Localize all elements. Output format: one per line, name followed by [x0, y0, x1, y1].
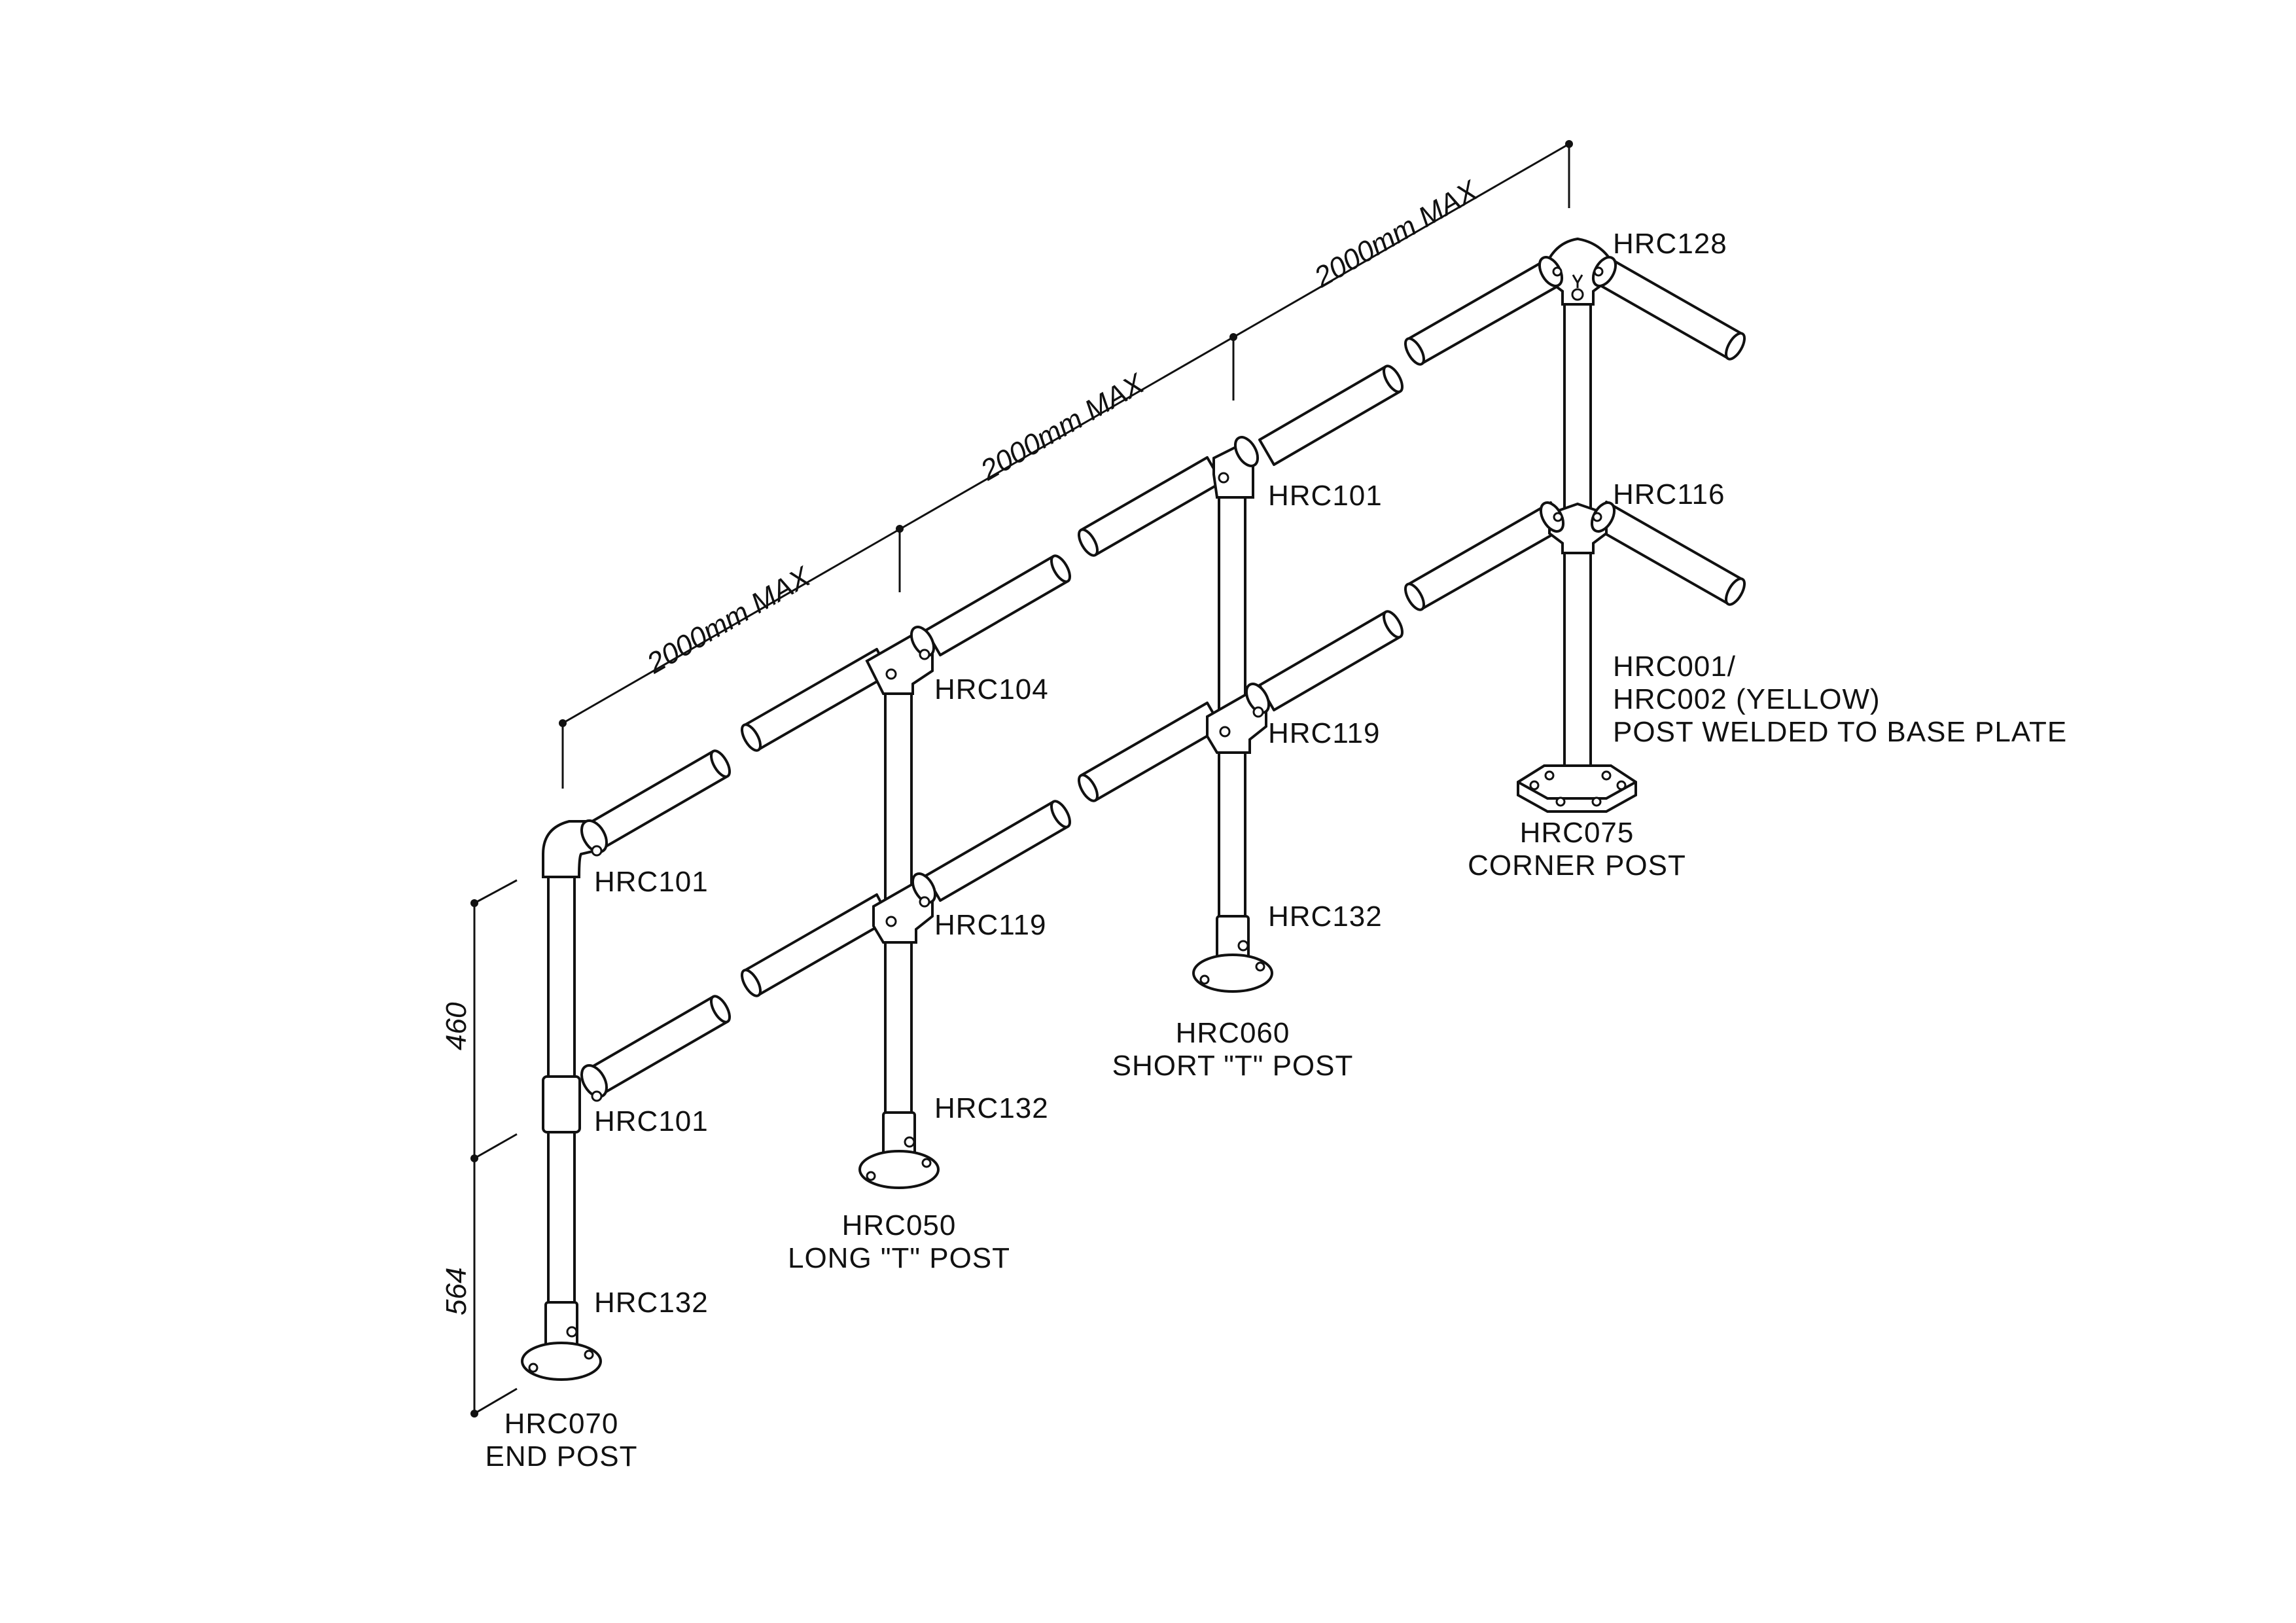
short-post-mid-fitting-label: HRC119 — [1268, 717, 1380, 749]
short-post-name-line2: SHORT "T" POST — [1112, 1050, 1354, 1082]
span-dimension-line — [559, 140, 1573, 789]
corner-post-name-line1: HRC075 — [1520, 817, 1634, 849]
corner-tube-label-line2: HRC002 (YELLOW) — [1613, 683, 1881, 715]
corner-tube-label-line3: POST WELDED TO BASE PLATE — [1613, 716, 2067, 748]
end-post-mid-fitting-label: HRC101 — [594, 1105, 709, 1137]
corner-tube-label-line1: HRC001/ — [1613, 651, 1736, 683]
long-post-name-line2: LONG "T" POST — [788, 1242, 1010, 1274]
mid-rail — [591, 501, 1746, 1096]
end-post-top-fitting-label: HRC101 — [594, 866, 709, 898]
long-post — [858, 626, 940, 1189]
corner-post-name-line2: CORNER POST — [1468, 849, 1686, 882]
top-rail — [591, 255, 1746, 851]
corner-top-fitting-label: HRC128 — [1613, 228, 1727, 260]
short-post-name-line1: HRC060 — [1176, 1017, 1290, 1049]
end-post-name-line1: HRC070 — [504, 1408, 619, 1440]
span-dimension-1: 2000mm MAX — [641, 560, 817, 680]
span-dimension-2: 2000mm MAX — [975, 367, 1150, 487]
short-post — [1192, 436, 1273, 993]
corner-mid-fitting-label: HRC116 — [1613, 478, 1725, 510]
span-dimension-3: 2000mm MAX — [1309, 174, 1484, 294]
long-post-top-fitting-label: HRC104 — [934, 673, 1049, 705]
upper-height-dimension: 460 — [440, 1002, 472, 1050]
long-post-base-fitting-label: HRC132 — [934, 1092, 1049, 1124]
end-post-name-line2: END POST — [486, 1440, 638, 1472]
height-dimension-line — [470, 879, 518, 1418]
corner-post — [1517, 237, 1637, 813]
long-post-mid-fitting-label: HRC119 — [934, 909, 1046, 941]
short-post-top-fitting-label: HRC101 — [1268, 480, 1383, 512]
long-post-name-line1: HRC050 — [842, 1209, 957, 1241]
end-post-base-fitting-label: HRC132 — [594, 1287, 709, 1319]
short-post-base-fitting-label: HRC132 — [1268, 901, 1383, 933]
end-post — [521, 819, 608, 1381]
lower-height-dimension: 564 — [440, 1268, 472, 1315]
